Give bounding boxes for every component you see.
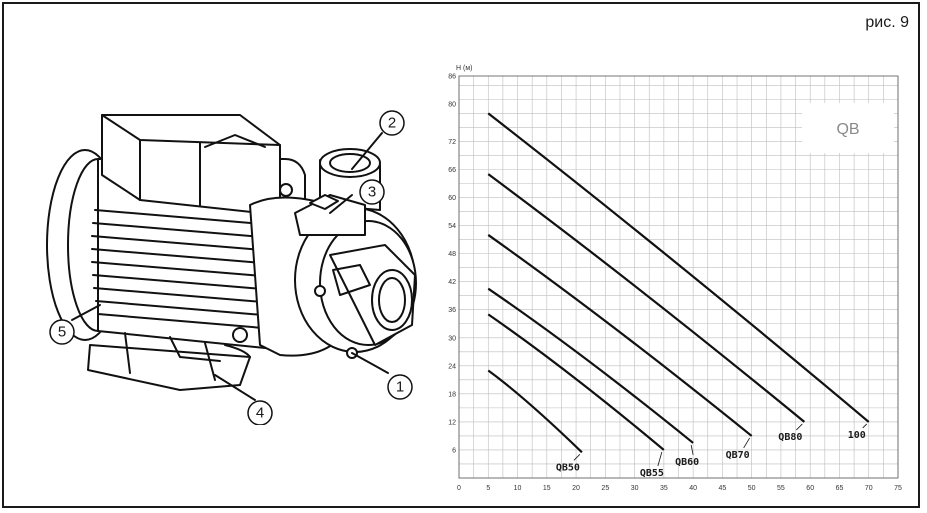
y-tick-label: 72 (448, 139, 456, 146)
x-tick-label: 40 (689, 485, 697, 492)
series-line (487, 369, 583, 454)
x-tick-label: 45 (719, 485, 727, 492)
callout-4: 4 (256, 405, 264, 422)
figure-label: рис. 9 (865, 14, 909, 31)
x-tick-label: 60 (806, 485, 814, 492)
y-tick-label: 80 (448, 102, 456, 109)
series-line (487, 173, 806, 423)
y-tick-label: 36 (448, 307, 456, 314)
badge-text: QB (836, 121, 859, 138)
y-tick-label: 60 (448, 195, 456, 202)
callout-5-circle (49, 319, 75, 345)
callout-3-circle (359, 179, 385, 205)
x-tick-label: 65 (836, 485, 844, 492)
callout-1-circle (387, 374, 413, 400)
x-tick-label: 10 (514, 485, 522, 492)
y-tick-label: 48 (448, 251, 456, 258)
x-tick-label: 25 (601, 485, 609, 492)
series-label: QB55 (640, 468, 664, 479)
x-tick-label: 20 (572, 485, 580, 492)
y-tick-label: 30 (448, 335, 456, 342)
x-tick-label: 70 (865, 485, 873, 492)
series-label: QB80 (778, 432, 802, 443)
y-tick-label: 6 (452, 447, 456, 454)
x-tick-label: 15 (543, 485, 551, 492)
series-label: 100 (848, 430, 866, 441)
callout-3: 3 (368, 184, 376, 201)
y-tick-label: 42 (448, 279, 456, 286)
x-tick-label: 75 (894, 485, 902, 492)
x-tick-label: 5 (486, 485, 490, 492)
y-tick-label: 86 (448, 74, 456, 81)
plot-border (458, 75, 899, 479)
x-tick-label: 50 (748, 485, 756, 492)
x-tick-label: 30 (631, 485, 639, 492)
series-line (487, 287, 694, 444)
callout-1: 1 (396, 379, 404, 396)
y-tick-label: 66 (448, 167, 456, 174)
callout-2: 2 (388, 115, 396, 132)
series-label: QB50 (556, 462, 580, 473)
series-leader (862, 423, 868, 429)
callout-4-circle (247, 400, 273, 425)
series-leader (690, 444, 694, 456)
pump-illustration: 1 2 3 4 5 (46, 110, 417, 425)
series-leader (657, 451, 663, 467)
callout-2-circle (379, 110, 405, 136)
series-line (487, 234, 753, 437)
y-tick-label: 24 (448, 363, 456, 370)
series-label: QB60 (675, 457, 699, 468)
series-leader (573, 454, 581, 461)
callout-5: 5 (58, 324, 66, 341)
x-tick-label: 55 (777, 485, 785, 492)
figure-frame (2, 2, 920, 508)
series-line (487, 313, 665, 451)
y-axis-title: H (м) (456, 65, 472, 72)
series-leader (796, 423, 803, 431)
series-label: QB70 (726, 450, 750, 461)
badge-box (802, 103, 894, 153)
y-tick-label: 54 (448, 223, 456, 230)
performance-chart: QB 6 12 18 24 30 36 42 48 54 60 66 72 80 86 0 5 10 15 20 25 3… (448, 65, 902, 492)
series-leader (743, 437, 751, 449)
y-tick-label: 18 (448, 391, 456, 398)
y-tick-label: 12 (448, 419, 456, 426)
series-line (487, 112, 870, 423)
x-tick-label: 35 (660, 485, 668, 492)
x-tick-label: 0 (457, 485, 461, 492)
